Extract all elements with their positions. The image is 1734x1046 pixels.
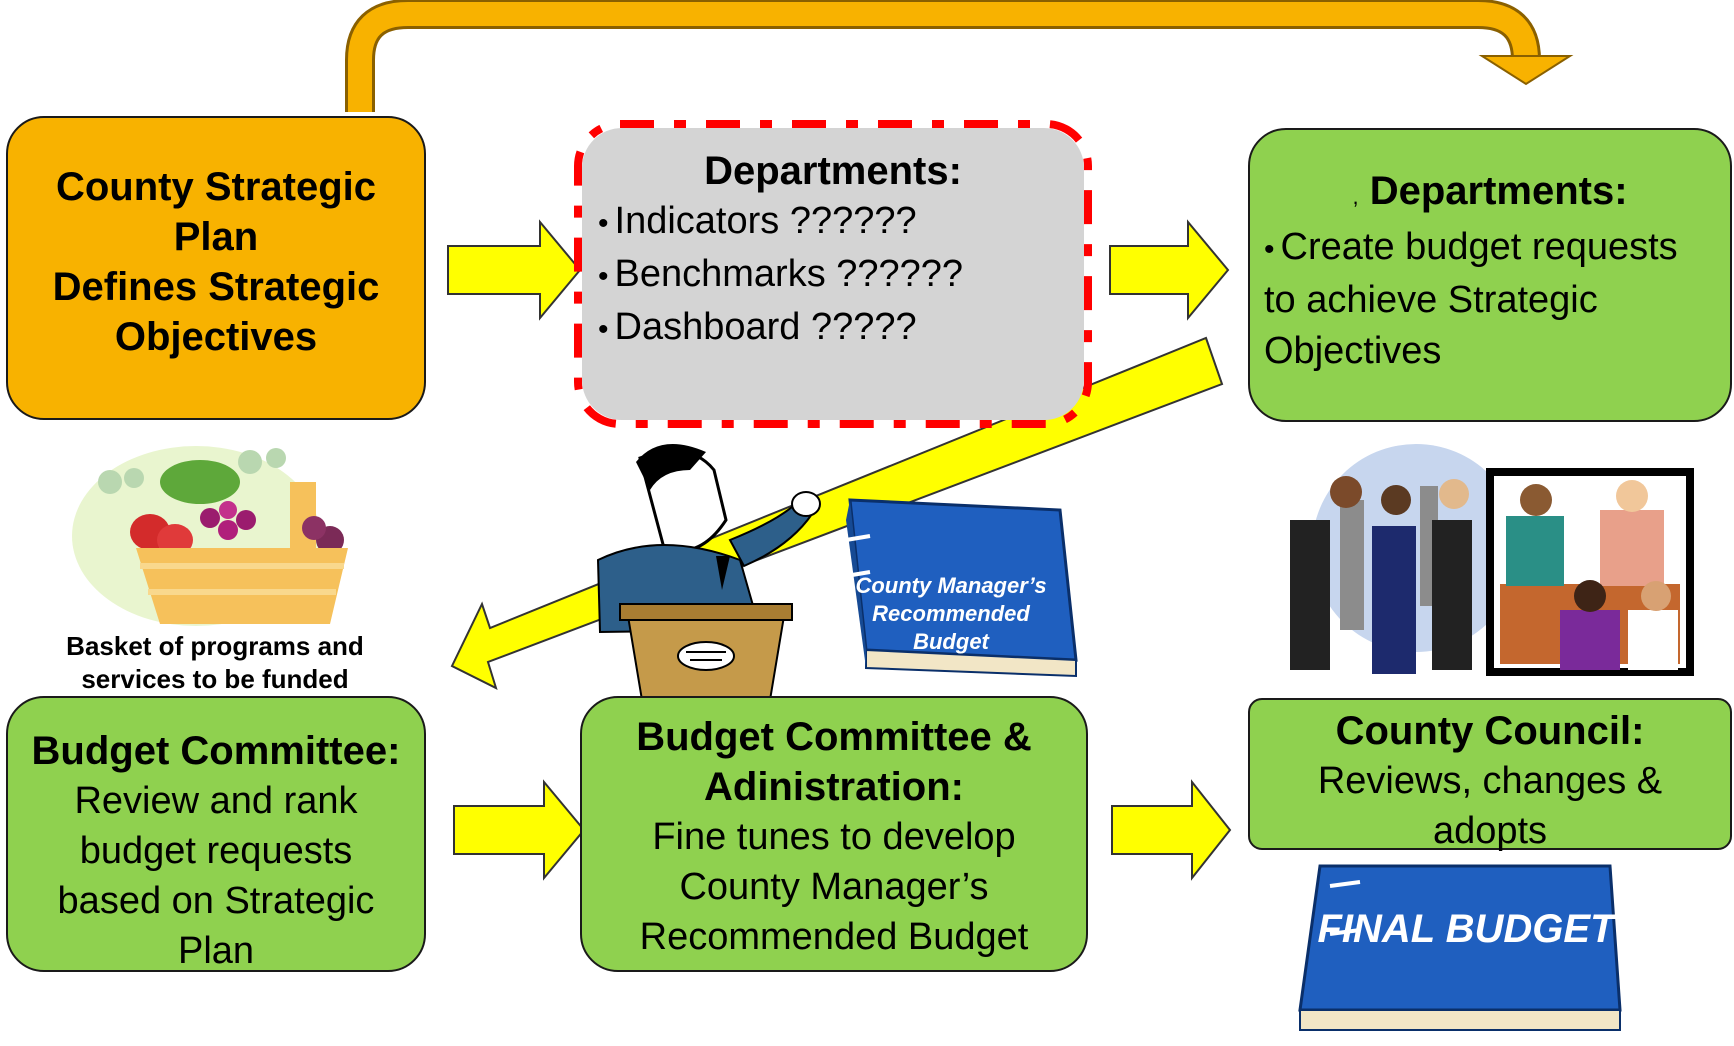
departments-metrics-node: Departments: Indicators ?????? Benchmark… bbox=[582, 128, 1084, 420]
bullet-benchmarks: Benchmarks ?????? bbox=[598, 249, 1084, 302]
departments-requests-prefix: , bbox=[1352, 184, 1359, 209]
departments-requests-node: , Departments: Create budget requests to… bbox=[1248, 128, 1732, 422]
departments-metrics-title: Departments: bbox=[704, 149, 962, 193]
loop-arrow bbox=[345, 0, 1574, 112]
county-council-title: County Council: bbox=[1335, 709, 1645, 753]
departments-requests-heading: , Departments: bbox=[1250, 166, 1730, 222]
departments-metrics-list: Indicators ?????? Benchmarks ?????? Dash… bbox=[582, 196, 1084, 355]
budget-committee-title: Budget Committee: bbox=[31, 729, 401, 773]
bullet-indicators: Indicators ?????? bbox=[598, 196, 1084, 249]
council-people-icon bbox=[1290, 444, 1694, 676]
strategic-plan-line-4: Objectives bbox=[114, 315, 318, 359]
committee-admin-title: Budget Committee & Adinistration: bbox=[636, 715, 1032, 809]
basket-icon bbox=[72, 446, 348, 626]
budget-committee-body: Review and rank budget requests based on… bbox=[57, 780, 375, 972]
strategic-plan-node: County Strategic Plan Defines Strategic … bbox=[6, 116, 426, 420]
bullet-dashboard: Dashboard ????? bbox=[598, 302, 1084, 355]
speaker-at-podium-icon bbox=[596, 444, 821, 701]
departments-requests-title: Departments: bbox=[1369, 169, 1628, 213]
committee-admin-body: Fine tunes to develop County Manager’s R… bbox=[639, 816, 1029, 958]
basket-caption: Basket of programs and services to be fu… bbox=[66, 631, 364, 694]
arrow-committee-to-admin bbox=[453, 779, 586, 881]
strategic-plan-line-1: County Strategic bbox=[55, 165, 377, 209]
final-binder-icon bbox=[1298, 864, 1622, 1031]
arrow-plan-to-departments bbox=[447, 219, 582, 321]
budget-committee-node: Budget Committee: Review and rank budget… bbox=[6, 696, 426, 972]
manager-binder-label: County Manager’s Recommended Budget bbox=[855, 573, 1047, 654]
county-council-node: County Council: Reviews, changes & adopt… bbox=[1248, 698, 1732, 852]
county-council-body: Reviews, changes & adopts bbox=[1317, 760, 1663, 852]
arrow-admin-to-council bbox=[1111, 779, 1232, 881]
strategic-plan-line-3: Defines Strategic bbox=[52, 265, 380, 309]
final-binder-label: FINAL BUDGET bbox=[1317, 907, 1615, 951]
bullet-create-budget-requests: Create budget requests to achieve Strate… bbox=[1264, 222, 1710, 377]
manager-binder-icon bbox=[845, 498, 1078, 678]
arrow-departments-to-departments bbox=[1109, 219, 1230, 321]
strategic-plan-line-2: Plan bbox=[173, 215, 259, 259]
committee-admin-node: Budget Committee & Adinistration: Fine t… bbox=[580, 696, 1088, 972]
departments-requests-list: Create budget requests to achieve Strate… bbox=[1250, 222, 1730, 377]
